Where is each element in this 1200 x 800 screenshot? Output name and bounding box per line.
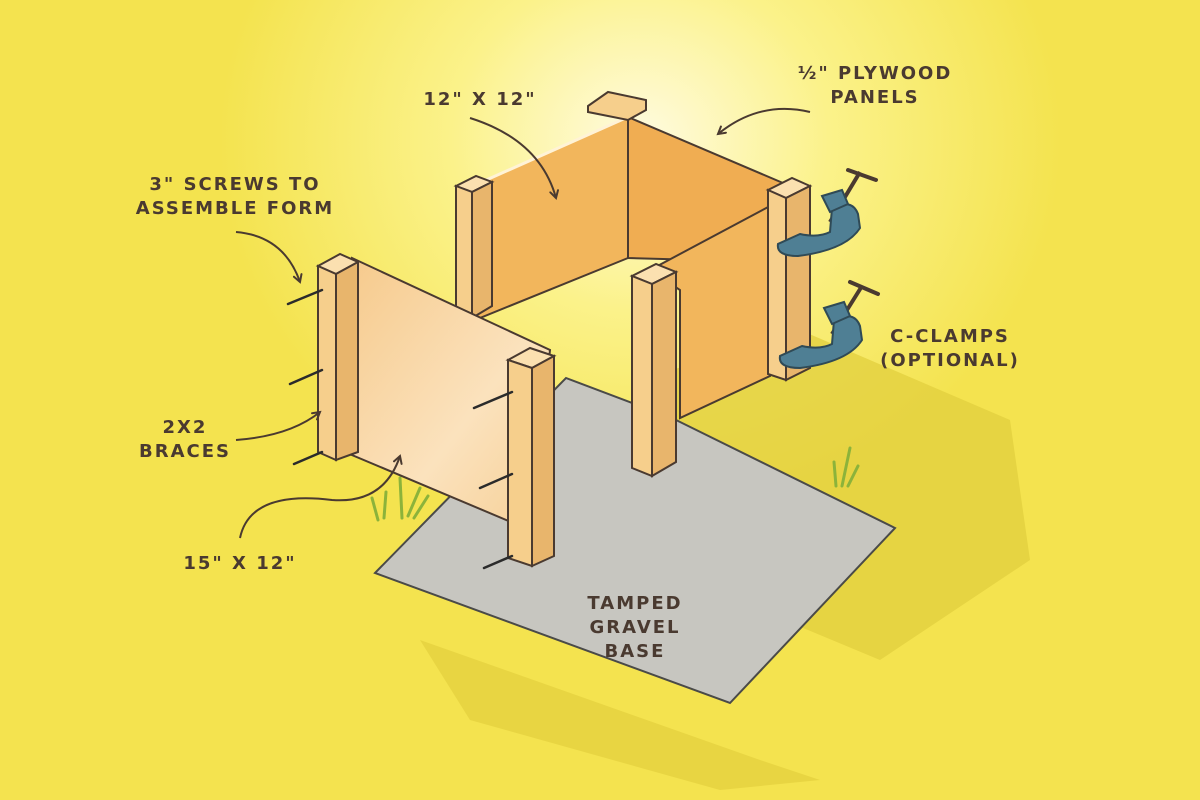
front-middle-post (629, 262, 679, 478)
grass-tuft-left (370, 476, 430, 522)
label-top-panel-size-text: 12" X 12" (423, 89, 537, 110)
label-braces-line1: 2X2 (162, 417, 208, 438)
front-left-brace (315, 252, 361, 462)
label-plywood-line2: PANELS (830, 87, 920, 108)
grass-tuft-right (832, 446, 860, 488)
label-top-panel-size: 12" X 12" (405, 88, 555, 112)
label-gravel-line3: BASE (604, 641, 666, 662)
front-right-brace (505, 346, 557, 568)
label-gravel-line2: GRAVEL (589, 617, 681, 638)
label-plywood-panels: ½" PLYWOOD PANELS (790, 62, 960, 110)
left-post (453, 174, 495, 320)
screws-left (286, 288, 324, 466)
c-clamp-bottom (778, 280, 880, 370)
top-edge-left (474, 115, 629, 187)
screws-right (472, 390, 514, 570)
label-braces-line2: BRACES (139, 441, 231, 462)
label-c-clamps: C-CLAMPS (OPTIONAL) (870, 325, 1030, 373)
label-screws-line1: 3" SCREWS TO (149, 174, 321, 195)
arrow-braces (235, 412, 320, 441)
arrow-plywood (718, 107, 811, 134)
base-shadow (420, 640, 820, 790)
label-front-panel-size-text: 15" X 12" (183, 553, 297, 574)
label-screws-line2: ASSEMBLE FORM (135, 198, 335, 219)
label-c-clamps-line1: C-CLAMPS (890, 326, 1010, 347)
label-front-panel-size: 15" X 12" (165, 552, 315, 576)
label-gravel-line1: TAMPED (587, 593, 683, 614)
label-c-clamps-line2: (OPTIONAL) (880, 350, 1020, 371)
label-screws: 3" SCREWS TO ASSEMBLE FORM (130, 173, 340, 221)
label-gravel-base: TAMPED GRAVEL BASE (570, 592, 700, 664)
label-braces: 2X2 BRACES (130, 416, 240, 464)
c-clamp-top (776, 168, 878, 258)
arrow-top-panel (469, 117, 556, 198)
back-corner-brace (587, 90, 647, 122)
back-left-panel (474, 115, 629, 322)
label-plywood-line1: ½" PLYWOOD (797, 63, 953, 84)
arrow-front-panel (239, 456, 400, 539)
arrow-screws (235, 231, 300, 282)
